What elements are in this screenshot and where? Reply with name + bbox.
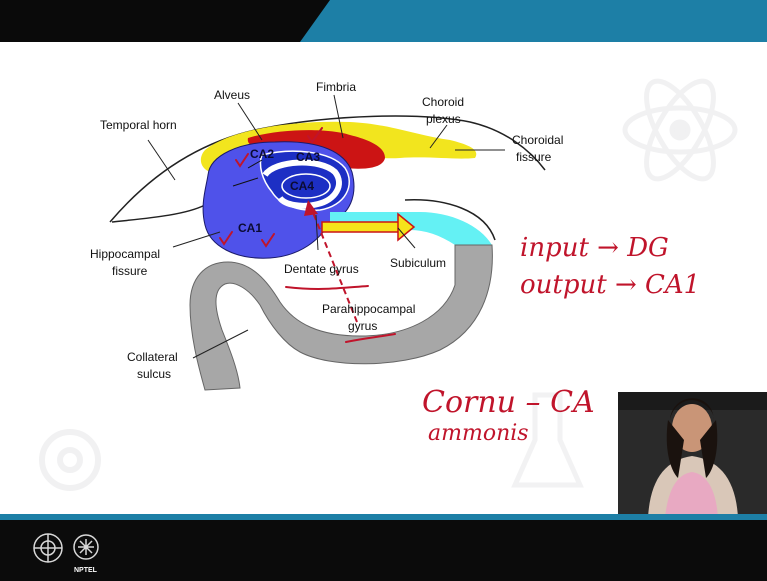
- label-choroidal-fissure-line1: Choroidal: [512, 133, 563, 147]
- label-dentate-gyrus: Dentate gyrus: [284, 262, 359, 276]
- label-collateral-sulcus-line1: Collateral: [127, 350, 178, 364]
- label-ca1: CA1: [238, 221, 262, 235]
- label-subiculum: Subiculum: [390, 256, 446, 270]
- label-parahippocampal-line2: gyrus: [348, 319, 377, 333]
- label-ca3: CA3: [296, 150, 320, 164]
- label-ca4: CA4: [290, 179, 314, 193]
- annotation-output: output → CA1: [520, 270, 700, 300]
- label-fimbria: Fimbria: [316, 80, 356, 94]
- label-choroid-plexus-line2: plexus: [426, 112, 461, 126]
- annotation-cornu: Cornu – CA: [422, 385, 595, 420]
- label-ca2: CA2: [250, 147, 274, 161]
- presenter-video: [618, 392, 767, 518]
- label-temporal-horn: Temporal horn: [100, 118, 177, 132]
- annotation-ammonis: ammonis: [428, 421, 529, 446]
- footer-bar: [0, 520, 767, 581]
- label-parahippocampal-line1: Parahippocampal: [322, 302, 415, 316]
- label-hippocampal-fissure-line1: Hippocampal: [90, 247, 160, 261]
- header-accent: [300, 0, 767, 42]
- label-hippocampal-fissure-line2: fissure: [112, 264, 148, 278]
- iit-logo-icon: [34, 534, 62, 562]
- label-choroid-plexus-line1: Choroid: [422, 95, 464, 109]
- label-choroidal-fissure-line2: fissure: [516, 150, 552, 164]
- nptel-logo-text: NPTEL: [74, 567, 98, 574]
- label-collateral-sulcus-line2: sulcus: [137, 367, 171, 381]
- annotation-input: input → DG: [520, 233, 669, 263]
- footer-accent-line: [0, 514, 767, 520]
- label-alveus: Alveus: [214, 88, 250, 102]
